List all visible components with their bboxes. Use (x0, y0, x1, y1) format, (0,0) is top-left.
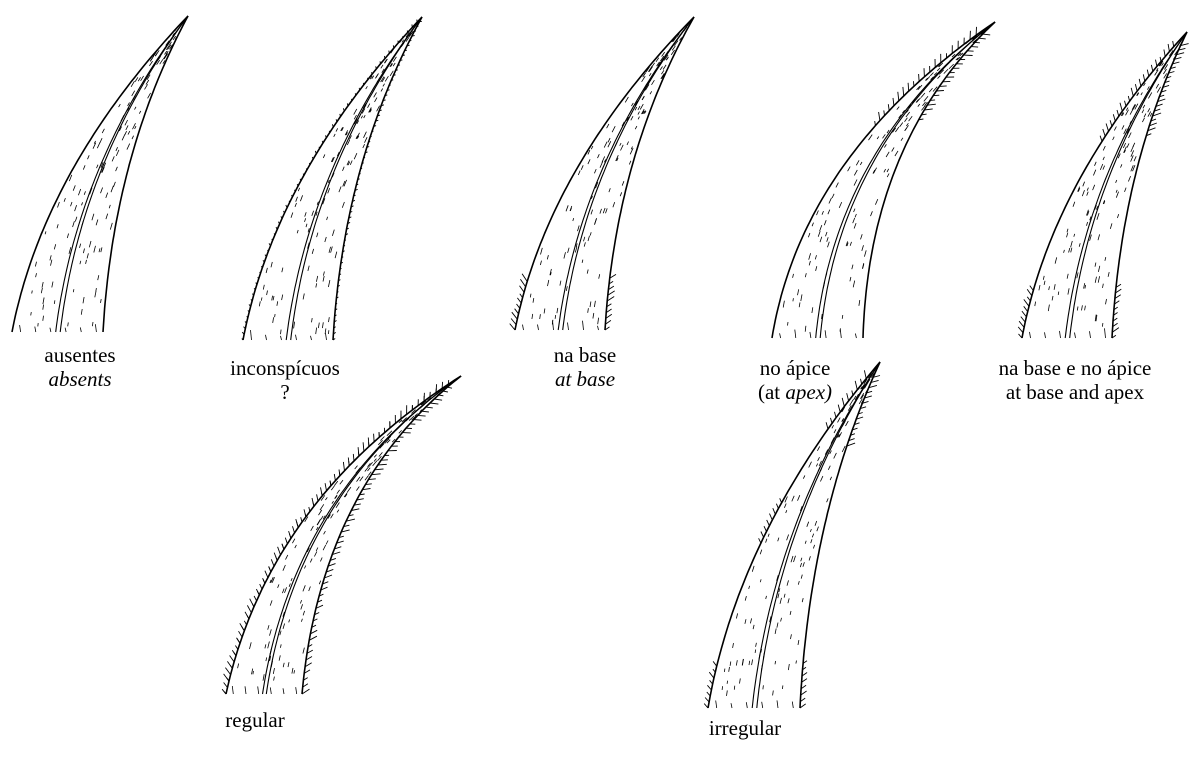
awn-inconspicuous (242, 17, 422, 340)
caption-regular: regular (205, 708, 305, 732)
caption-base-apex-pt: na base e no ápice (970, 356, 1180, 380)
caption-absent: ausentes absents (20, 343, 140, 391)
caption-irregular: irregular (690, 716, 800, 740)
caption-inconspicuous-en: ? (215, 380, 355, 404)
caption-base: na base at base (520, 343, 650, 391)
caption-inconspicuous: inconspícuos ? (215, 356, 355, 404)
caption-irregular-pt: irregular (690, 716, 800, 740)
caption-base-apex-en: at base and apex (970, 380, 1180, 404)
caption-base-pt: na base (520, 343, 650, 367)
caption-base-en: at base (520, 367, 650, 391)
awn-irregular (704, 362, 880, 708)
caption-regular-pt: regular (205, 708, 305, 732)
caption-base-apex: na base e no ápice at base and apex (970, 356, 1180, 404)
caption-inconspicuous-pt: inconspícuos (215, 356, 355, 380)
caption-absent-pt: ausentes (20, 343, 140, 367)
awn-base (510, 17, 694, 330)
caption-apex: no ápice (at apex) (735, 356, 855, 404)
awn-regular (222, 376, 461, 694)
caption-apex-en: (at apex) (735, 380, 855, 404)
awn-absent (12, 16, 188, 332)
caption-apex-pt: no ápice (735, 356, 855, 380)
awn-apex (772, 22, 995, 338)
caption-absent-en: absents (20, 367, 140, 391)
awn-base-apex (1018, 32, 1188, 338)
